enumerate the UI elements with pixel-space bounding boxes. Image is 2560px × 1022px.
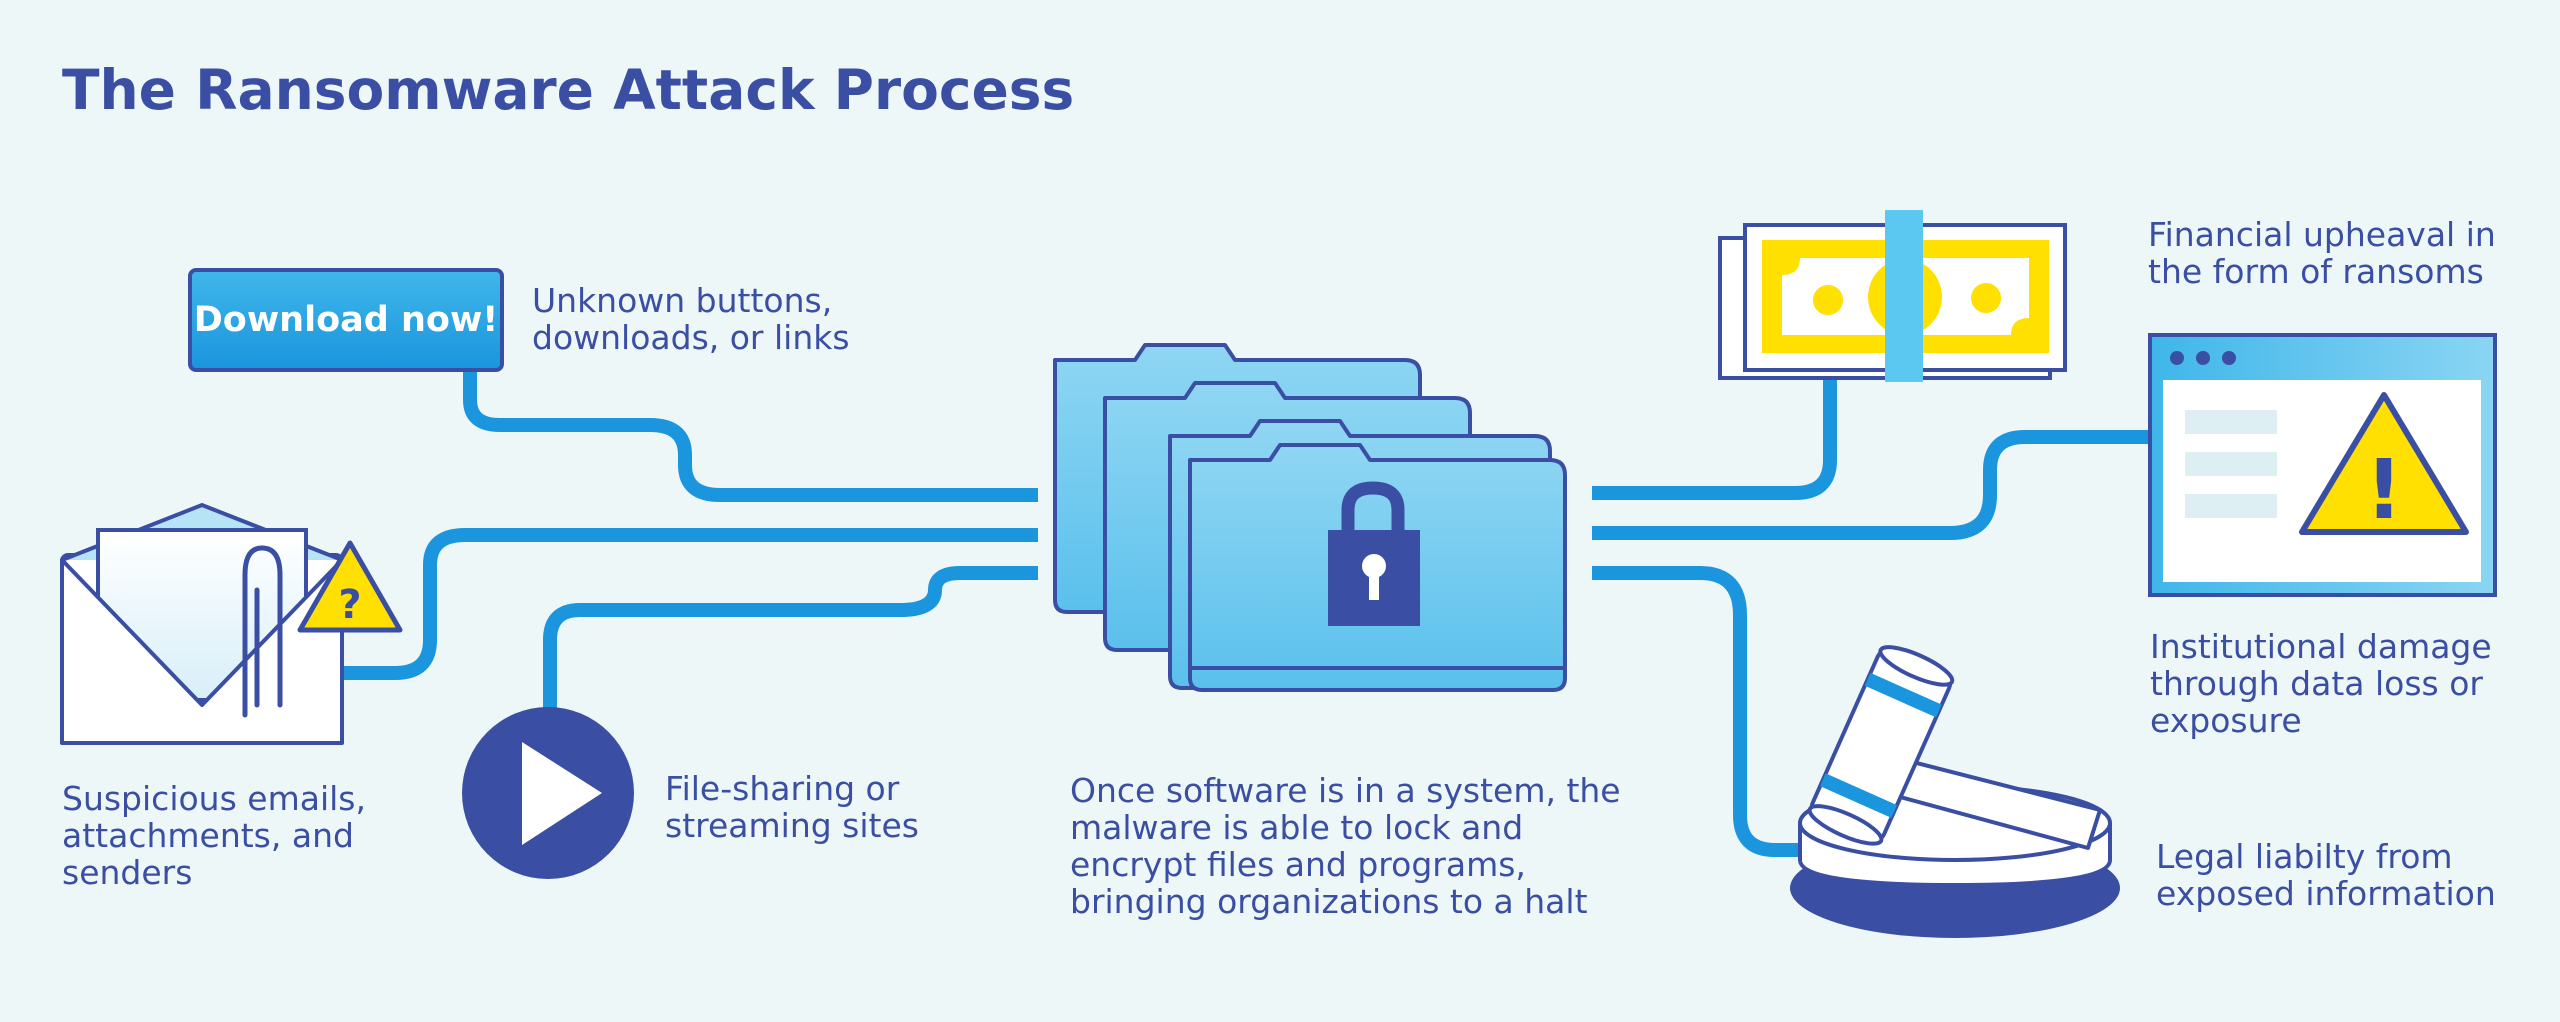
pipe-files-to-browser <box>1592 430 2150 540</box>
envelope-front <box>60 558 344 745</box>
pipe-download-to-files <box>463 372 1038 502</box>
pipe-files-to-gavel <box>1592 566 1810 857</box>
email-attachment-icon: ? <box>60 502 403 745</box>
paperclip-icon <box>242 545 283 718</box>
play-icon <box>462 707 634 879</box>
label-center-description: Once software is in a system, the malwar… <box>1070 771 1621 921</box>
label-suspicious-emails: Suspicious emails, attachments, and send… <box>62 779 366 892</box>
question-glyph: ? <box>338 582 361 628</box>
money-band <box>1885 210 1923 382</box>
page-title: The Ransomware Attack Process <box>62 58 1075 122</box>
label-unknown-links: Unknown buttons, downloads, or links <box>532 281 850 357</box>
download-now-button[interactable]: Download now! <box>188 268 504 372</box>
pipe-stream-to-files <box>543 566 1038 712</box>
connection-pipes <box>340 370 2150 857</box>
label-institutional-damage: Institutional damage through data loss o… <box>2150 627 2492 740</box>
label-financial-upheaval: Financial upheaval in the form of ransom… <box>2148 215 2496 291</box>
locked-folders-icon <box>1053 343 1567 692</box>
pipe-email-to-files <box>340 528 1038 680</box>
money-icon <box>1718 210 2067 382</box>
padlock-icon <box>1328 481 1420 626</box>
label-legal-liability: Legal liabilty from exposed information <box>2156 837 2496 913</box>
warning-glyph: ! <box>2365 443 2402 538</box>
gavel-icon <box>1790 645 2120 938</box>
pipe-files-to-money <box>1592 370 1837 500</box>
label-file-sharing: File-sharing or streaming sites <box>665 769 919 845</box>
question-warning-icon <box>297 540 403 633</box>
browser-warning-icon: ! <box>2148 333 2497 597</box>
